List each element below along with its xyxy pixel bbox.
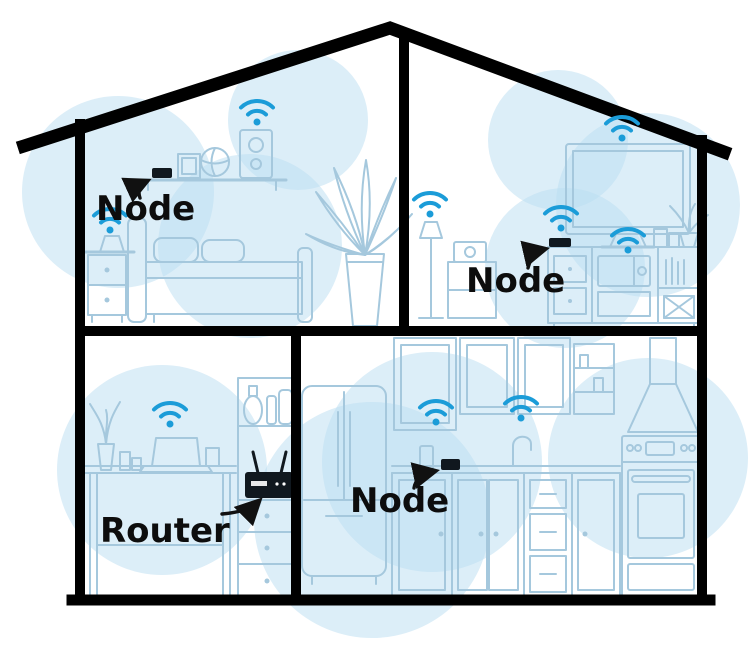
- pointer-arrow: [410, 462, 440, 490]
- node-device: [441, 459, 460, 470]
- branch-vase: [89, 401, 121, 471]
- bedroom-scene: [80, 129, 413, 327]
- side-cabinet: [447, 241, 497, 319]
- floor-lamp: [418, 221, 444, 319]
- table-lamp: [99, 235, 125, 253]
- picture-frame: [177, 153, 201, 179]
- potted-plant: [305, 159, 413, 327]
- node-label-living-room: Node: [466, 261, 566, 301]
- router-device: [245, 450, 293, 498]
- upper-cabinets: [393, 337, 615, 431]
- small-plant: [669, 203, 709, 248]
- range-hood: [627, 337, 699, 433]
- node-label-bedroom: Node: [96, 189, 196, 229]
- coverage-circle: [158, 154, 342, 338]
- basketball: [200, 147, 230, 177]
- node-label-kitchen: Node: [350, 481, 450, 521]
- refrigerator: [301, 385, 387, 585]
- router-label: Router: [100, 511, 230, 551]
- pointer-arrow: [220, 497, 263, 527]
- photo-frames: [653, 228, 680, 248]
- roof: [15, 21, 733, 161]
- pointer-arrow: [520, 240, 550, 270]
- node-device: [549, 238, 571, 247]
- kitchen-scene: [301, 337, 701, 599]
- faucet: [503, 435, 532, 467]
- pointer-arrow: [121, 177, 152, 203]
- wifi-icon: [412, 191, 448, 220]
- office-scene: [83, 377, 297, 599]
- bed: [127, 217, 313, 323]
- speaker: [239, 129, 273, 179]
- desk-jars: [119, 447, 220, 471]
- coverage-circle: [57, 365, 267, 575]
- node-device: [152, 168, 172, 178]
- pointer-arrows: [121, 177, 550, 527]
- house-outline: [15, 21, 733, 606]
